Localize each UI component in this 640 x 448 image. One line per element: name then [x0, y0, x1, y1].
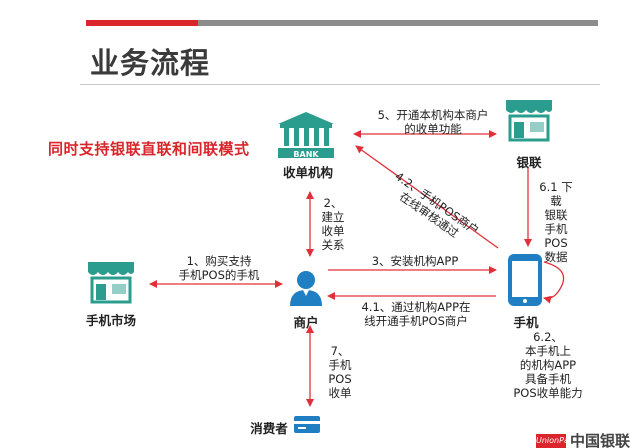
page-title: 业务流程: [90, 46, 211, 80]
unionpay-footer-logo: UnionPay 中国银联: [536, 430, 640, 448]
svg-text:BANK: BANK: [293, 150, 319, 159]
node-label-market: 手机市场: [85, 313, 136, 328]
step-label-5: 5、开通本机构本商户的收单功能: [377, 108, 489, 136]
node-label-consumer: 消费者: [250, 421, 288, 436]
title-divider: [80, 84, 600, 85]
bank-icon: BANK: [278, 112, 334, 159]
phone-market-store-icon: [88, 262, 134, 304]
step-label-4-1: 4.1、通过机构APP在线开通手机POS商户: [361, 300, 471, 328]
unionpay-badge: UnionPay: [536, 434, 574, 448]
header-accent-bar-red: [86, 20, 198, 26]
step-label-3: 3、安装机构APP: [371, 254, 459, 268]
diagram-subtitle: 同时支持银联直联和间联模式: [48, 140, 250, 158]
header-accent-bar-gray: [198, 20, 598, 26]
unionpay-brand-text: 中国银联: [570, 432, 631, 448]
arrow-phone-self-loop: [543, 261, 565, 304]
arrow-phone-bank-approve: [355, 145, 499, 249]
node-label-bank: 收单机构: [282, 165, 333, 180]
step-label-1: 1、购买支持手机POS的手机: [178, 254, 260, 282]
node-label-unionpay: 银联: [516, 155, 542, 170]
phone-icon: [508, 254, 542, 306]
node-label-phone: 手机: [513, 315, 539, 330]
unionpay-store-icon: [506, 100, 552, 142]
credit-card-icon: [294, 416, 320, 433]
node-label-merchant: 商户: [293, 315, 319, 330]
merchant-person-icon: [290, 271, 322, 306]
step-label-2: 2、建立收单关系: [321, 196, 345, 252]
